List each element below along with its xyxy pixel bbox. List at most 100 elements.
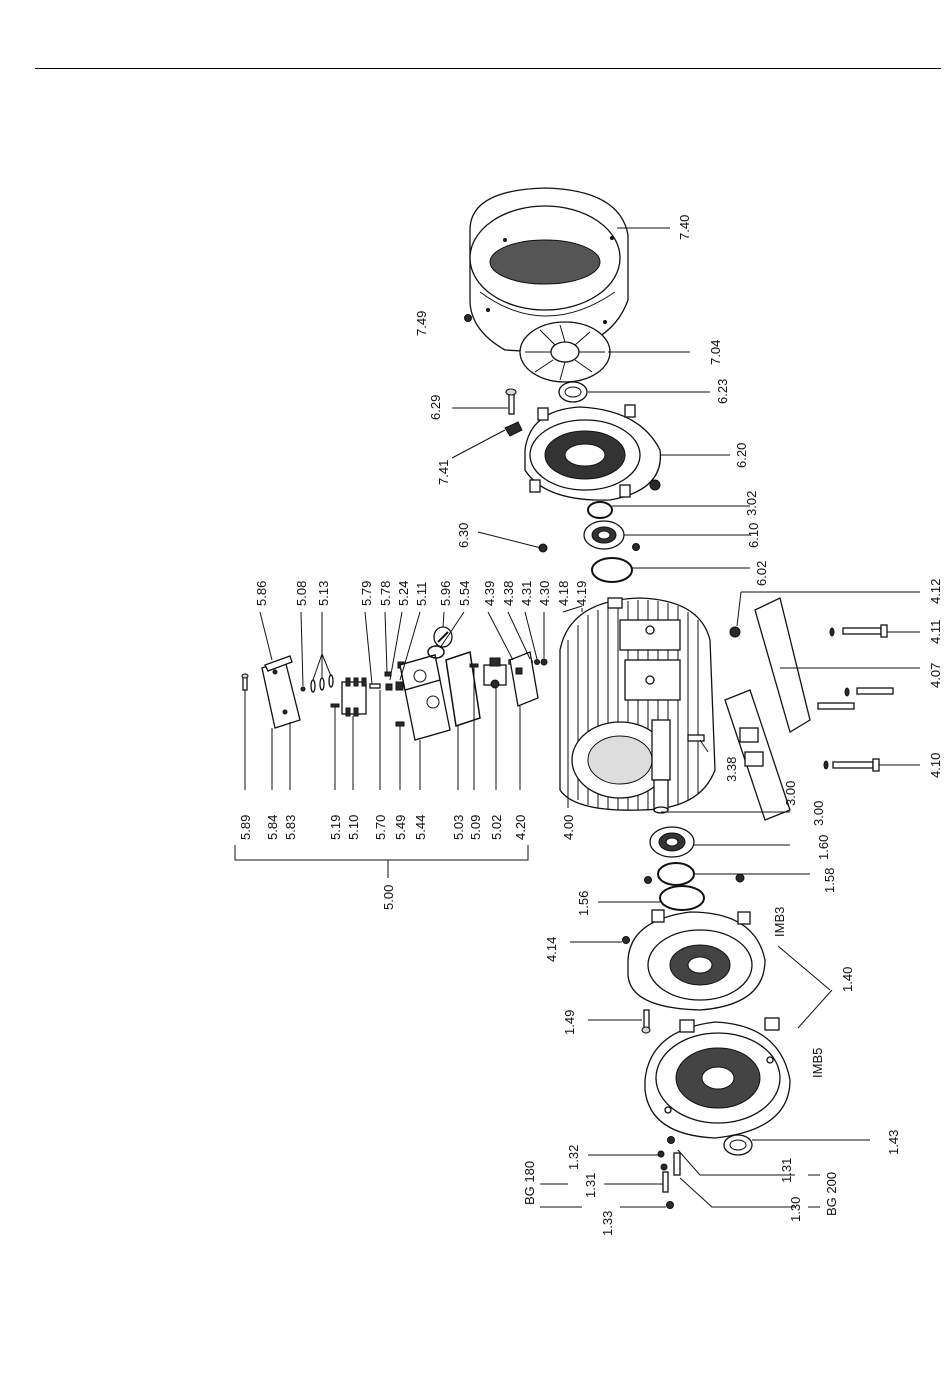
label-1-43: 1.43 — [886, 1130, 901, 1155]
cable-gland — [427, 626, 453, 659]
label-6-10: 6.10 — [746, 523, 761, 548]
label-1-31-left: 1.31 — [583, 1173, 598, 1198]
fan-cover — [469, 187, 629, 353]
nut-414 — [622, 936, 630, 944]
label-1-30: 1.30 — [788, 1197, 803, 1222]
screw-549 — [395, 721, 405, 727]
de-end-shield-imb3 — [627, 909, 766, 1011]
label-4-10: 4.10 — [928, 753, 943, 778]
label-5-13: 5.13 — [316, 581, 331, 606]
fan — [519, 321, 611, 383]
part-labels: 7.40 7.49 7.04 6.23 6.29 6.20 7.41 3.02 … — [238, 215, 943, 1236]
leader-lines — [234, 227, 920, 1208]
foot-nut — [729, 626, 741, 638]
earth-connection-block — [483, 657, 507, 689]
label-3-02: 3.02 — [744, 491, 759, 516]
label-5-11: 5.11 — [414, 582, 429, 606]
label-5-54: 5.54 — [457, 581, 472, 606]
shaft-key — [687, 734, 705, 742]
label-5-09: 5.09 — [468, 815, 483, 840]
label-1-49: 1.49 — [562, 1010, 577, 1035]
label-5-49: 5.49 — [393, 815, 408, 840]
label-7-49: 7.49 — [414, 311, 429, 336]
label-6-02: 6.02 — [754, 561, 769, 586]
label-3-00-b: 3.00 — [811, 801, 826, 826]
label-5-08: 5.08 — [294, 581, 309, 606]
bolt-149 — [641, 1009, 651, 1034]
terminal-box-cover — [261, 655, 301, 729]
foot-bolt — [817, 624, 894, 772]
label-7-41: 7.41 — [436, 460, 451, 485]
label-4-11: 4.11 — [928, 620, 943, 644]
bearing-nde — [583, 520, 625, 550]
cover-clip — [504, 421, 523, 437]
label-4-07: 4.07 — [928, 663, 943, 688]
label-4-38: 4.38 — [501, 581, 516, 606]
label-5-24: 5.24 — [396, 581, 411, 606]
label-5-89: 5.89 — [238, 815, 253, 840]
label-5-96: 5.96 — [438, 581, 453, 606]
fan-cover-screw — [464, 314, 472, 322]
label-5-70: 5.70 — [373, 815, 388, 840]
terminal-cover-screw — [241, 673, 249, 691]
label-4-31: 4.31 — [519, 581, 534, 606]
label-4-39: 4.39 — [482, 581, 497, 606]
label-4-14: 4.14 — [544, 937, 559, 962]
label-imb3: IMB3 — [772, 907, 787, 937]
terminal-base-plate — [724, 597, 811, 821]
bolt-nde-shield — [505, 388, 517, 415]
nde-end-shield — [524, 404, 662, 501]
de-nut-left — [644, 876, 652, 884]
label-1-60: 1.60 — [816, 835, 831, 860]
label-4-30: 4.30 — [537, 581, 552, 606]
label-5-78: 5.78 — [378, 581, 393, 606]
label-5-83: 5.83 — [283, 815, 298, 840]
label-6-30: 6.30 — [456, 523, 471, 548]
label-6-23: 6.23 — [715, 379, 730, 404]
screw-519 — [330, 703, 340, 708]
label-bg-200: BG 200 — [824, 1172, 839, 1216]
label-7-40: 7.40 — [677, 215, 692, 240]
label-5-10: 5.10 — [346, 815, 361, 840]
rotor-shaft — [651, 719, 671, 814]
circlip-nde — [587, 501, 613, 519]
label-6-29: 6.29 — [428, 395, 443, 420]
label-1-33: 1.33 — [600, 1211, 615, 1236]
label-1-32: 1.32 — [566, 1145, 581, 1170]
label-4-00: 4.00 — [561, 815, 576, 840]
terminal-board — [341, 677, 367, 717]
cover-gaskets — [300, 674, 334, 693]
ring-de — [659, 885, 705, 911]
label-imb5: IMB5 — [810, 1048, 825, 1078]
de-end-shield-imb5 — [644, 1017, 791, 1139]
label-1-58: 1.58 — [822, 868, 837, 893]
label-4-18: 4.18 — [556, 581, 571, 606]
label-1-31-right: 1.31 — [779, 1158, 794, 1183]
label-1-40: 1.40 — [840, 967, 855, 992]
label-5-19: 5.19 — [328, 815, 343, 840]
label-5-03: 5.03 — [451, 815, 466, 840]
flange-hardware — [657, 1136, 681, 1209]
label-5-84: 5.84 — [265, 815, 280, 840]
label-5-44: 5.44 — [413, 815, 428, 840]
nde-nut — [649, 479, 661, 491]
wave-spring-nde — [591, 557, 633, 583]
label-5-79: 5.79 — [359, 581, 374, 606]
label-7-04: 7.04 — [708, 340, 723, 365]
terminal-box — [399, 654, 451, 741]
terminal-base — [509, 651, 539, 707]
bearing-nut — [632, 543, 640, 551]
label-6-20: 6.20 — [734, 443, 749, 468]
label-5-02: 5.02 — [489, 815, 504, 840]
screw-509 — [469, 663, 479, 668]
label-4-19: 4.19 — [574, 581, 589, 606]
label-4-12: 4.12 — [928, 579, 943, 604]
wave-spring-de — [657, 862, 695, 886]
terminal-box-gasket — [445, 651, 481, 727]
de-nut-right — [735, 873, 745, 883]
top-rule — [35, 68, 941, 69]
label-5-86: 5.86 — [254, 581, 269, 606]
label-1-56: 1.56 — [576, 891, 591, 916]
bearing-de — [649, 826, 695, 858]
